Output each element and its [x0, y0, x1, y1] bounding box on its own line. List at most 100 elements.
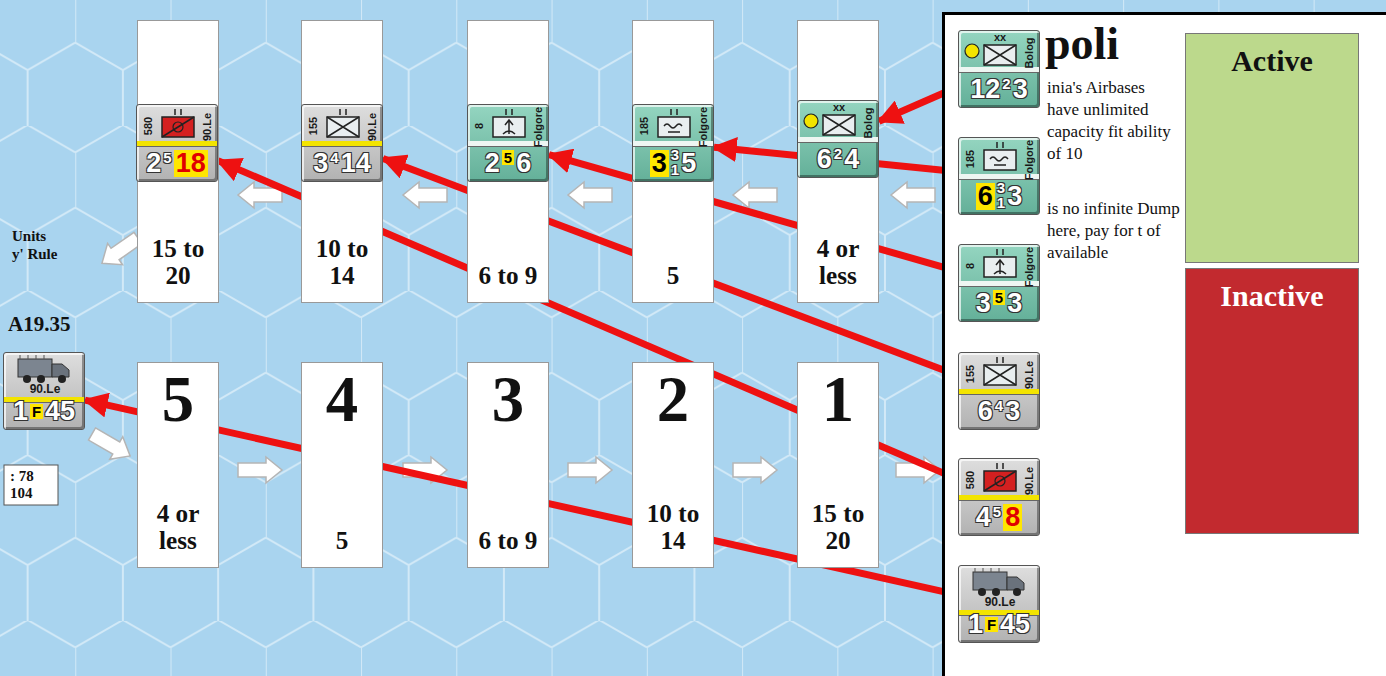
strength-value: 18 [174, 150, 208, 177]
number-row: 458 [959, 504, 1039, 531]
stripe [959, 394, 1039, 395]
division-counter: xx Bolog 624 [797, 100, 879, 178]
step-range: 4 or less [138, 500, 218, 555]
formation-name: 90.Le [30, 383, 61, 395]
counter-art [37, 375, 45, 383]
unit-symbol [984, 45, 1016, 65]
unit-counter: 185Folgore6313 [958, 137, 1040, 215]
counter-art [973, 572, 1007, 590]
number-row: 1F45 [4, 398, 84, 425]
number-row: 643 [959, 398, 1039, 425]
formation-name: Bolog [1023, 37, 1035, 68]
strength-value: 12 [970, 76, 1000, 103]
counter-art [1007, 577, 1024, 590]
strength-value: 3 [650, 150, 669, 177]
truck-counter: 90.Le 1F45 [3, 352, 85, 430]
unit-counter: 580 90.Le 2518 [136, 104, 218, 182]
strength-value: 14 [341, 150, 371, 177]
stacked-values: 31 [997, 180, 1005, 210]
strength-value: 2 [146, 150, 161, 177]
unit-size: xx [833, 102, 845, 113]
step-box: 115 to 20 [797, 362, 879, 568]
counter-art [20, 355, 44, 359]
formation-name: 90.Le [201, 113, 213, 141]
map-note: y' Rule [12, 246, 57, 263]
truck-icon [18, 355, 69, 383]
strength-value: 3 [997, 180, 1005, 195]
unit-counter: 185Folgore3315 [632, 104, 714, 182]
counter-art [984, 45, 1016, 65]
strength-value: 5 [502, 150, 514, 165]
number-row: 6313 [959, 180, 1039, 210]
formation-name: Folgore [532, 107, 544, 147]
counter-art [992, 588, 1000, 596]
number-row: 1F45 [959, 611, 1039, 638]
step-number: 1 [798, 367, 878, 432]
counter-art [173, 122, 183, 132]
division-badge [804, 114, 818, 128]
counter-art [823, 115, 855, 135]
strength-value: 6 [976, 183, 995, 210]
strength-value: 6 [978, 398, 993, 425]
stripe [959, 72, 1039, 73]
size-mark [506, 109, 512, 115]
unit-symbol [984, 257, 1016, 277]
number-row: 3414 [302, 150, 382, 177]
counter-art [978, 588, 986, 596]
truck-counter: 90.Le1F45 [958, 565, 1040, 643]
unit-id: 155 [307, 117, 319, 135]
size-mark [997, 249, 1003, 255]
size-mark [997, 142, 1003, 148]
stripe [959, 389, 1039, 394]
formation-name: 90.Le [1023, 361, 1035, 389]
step-number: 5 [138, 367, 218, 432]
counter-art [990, 157, 1008, 165]
formation-name: Bolog [862, 107, 874, 138]
size-mark [340, 109, 346, 115]
unit-size: xx [994, 32, 1006, 43]
strength-value: 1 [671, 162, 679, 177]
unit-counter: 8Folgore256 [467, 104, 549, 182]
stripe [302, 141, 382, 146]
unit-id: 185 [964, 150, 976, 168]
stripe [302, 146, 382, 147]
stacked-values: 31 [671, 147, 679, 177]
unit-id: 185 [638, 117, 650, 135]
strength-value: 5 [681, 150, 696, 177]
unit-counter: 58090.Le458 [958, 458, 1040, 536]
step-box: 210 to 14 [632, 362, 714, 568]
strength-value: 3 [1007, 183, 1022, 210]
counter-art [18, 359, 52, 377]
unit-id: 8 [473, 123, 485, 129]
counter-art [52, 364, 69, 377]
strength-value: 45 [1000, 611, 1030, 638]
counter-art [995, 476, 1005, 486]
move-arrow [549, 155, 958, 272]
unit-counter: 8Folgore353 [958, 244, 1040, 322]
unit-counter: 155 90.Le 3414 [301, 104, 383, 182]
unit-id: 580 [142, 117, 154, 135]
number-row: 2518 [137, 150, 217, 177]
strength-value: 4 [995, 398, 1003, 413]
formation-name: Folgore [1023, 140, 1035, 180]
size-mark [997, 357, 1003, 363]
panel-note: is no infinite Dump here, pay for t of a… [1047, 198, 1181, 264]
track-range: 6 to 9 [468, 262, 548, 290]
map-note: : 78 [10, 468, 34, 485]
size-mark [175, 109, 181, 115]
strength-value: 1 [968, 611, 983, 638]
stripe [137, 146, 217, 147]
strength-value: 3 [313, 150, 328, 177]
counter-art [503, 120, 515, 134]
status-title: Active [1186, 44, 1358, 77]
strength-value: 3 [671, 147, 679, 162]
map-note: A19.35 [8, 312, 70, 337]
number-row: 624 [798, 146, 878, 173]
step-box: 5 4 or less [137, 362, 219, 568]
stripe [959, 495, 1039, 500]
unit-symbol [984, 365, 1016, 385]
counter-art [975, 568, 999, 572]
formation-name: 90.Le [366, 113, 378, 141]
active-box: Active [1185, 33, 1359, 263]
